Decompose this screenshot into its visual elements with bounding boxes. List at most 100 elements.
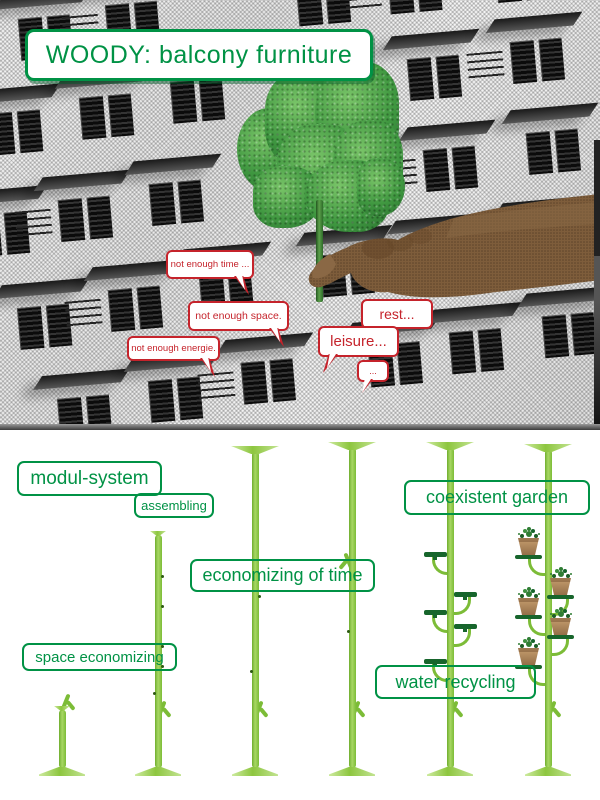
building-window [197,332,314,423]
holder-arm [528,558,547,576]
window-pane [136,285,164,330]
balcony-canopy [0,277,90,300]
bubble-tail [323,354,338,373]
window-pane [509,40,537,84]
window-pane [538,37,566,82]
photo-edge-shadow [594,140,600,430]
window-pane [525,131,553,175]
building-window [124,153,222,244]
window-panes [107,285,164,332]
speech-bubble-ellipsis: ... [357,360,389,382]
plant-icon [526,531,532,537]
window-pane [57,198,85,242]
window-pane [198,77,226,122]
flower-pot-icon [550,578,571,595]
window-pane [415,0,443,12]
window-pane [148,182,176,226]
stem-node [161,645,164,648]
stem-node [258,595,261,598]
window-pane [169,79,197,124]
tree-foliage-blob [357,158,405,216]
balcony-canopy [0,0,91,10]
balcony-canopy [124,153,222,176]
plant-icon [526,591,532,597]
label-economizing-of-time: economizing of time [190,559,375,592]
window-pane [295,0,323,27]
pot-shelf [547,635,574,639]
holder-arm [452,629,471,647]
plant-icon [558,611,564,617]
pot-shelf [547,595,574,599]
label-water-recycling: water recycling [375,665,536,699]
window-pane [78,95,106,140]
bubble-tail [200,358,215,377]
stem-top-connector [524,444,572,452]
photo-section: WOODY: balcony furniture not enough time… [0,0,600,430]
balcony-canopy [398,119,496,142]
window-pane [387,0,415,15]
stem-top-connector [54,706,70,711]
speech-bubble-leisure: leisure... [318,326,399,357]
balcony-railing [466,50,505,81]
stem-top-connector [328,442,376,450]
window-panes [406,54,463,101]
cup-holder-disc-icon [424,610,447,618]
window-pane [240,360,268,405]
building-window [501,102,599,193]
window-pane [494,0,522,3]
stem-base-foot [135,767,181,776]
window-panes [448,327,505,375]
balcony-canopy [33,169,131,192]
stem-stage-3 [251,452,259,768]
pot-shelf [515,665,542,669]
balcony-canopy [501,102,599,125]
window-panes [56,394,113,430]
window-pane [553,128,582,173]
stem-node [347,630,350,633]
building-window [33,368,130,430]
cup-holder-disc-icon [454,592,477,600]
building-window [54,67,152,158]
stem-node [153,692,156,695]
holder-arm [452,597,471,615]
window-pane [56,396,85,430]
holder-arm [432,664,451,682]
window-pane [177,179,205,224]
stem-stage-1 [58,710,66,768]
label-space-economizing: space economizing [22,643,177,671]
stem-top-connector [426,442,474,450]
flower-pot-icon [550,618,571,635]
flower-pot-icon [518,538,539,555]
window-pane [86,195,114,240]
title-box: WOODY: balcony furniture [25,29,373,81]
window-pane [395,341,423,386]
stem-top-connector [231,446,279,454]
window-pane [16,306,44,350]
holder-arm [432,557,451,575]
stem-base-foot [329,767,375,776]
stem-base-foot [427,767,473,776]
window-pane [268,358,297,403]
window-pane [435,54,463,99]
window-panes [387,0,443,15]
cup-holder-disc-icon [424,552,447,560]
building-window [343,0,452,32]
pot-shelf [515,615,542,619]
window-panes [240,358,297,405]
holder-arm [550,638,569,656]
bubble-tail [269,328,284,347]
window-pane [107,288,135,332]
balcony-railing [64,298,103,329]
label-modul-system: modul-system [17,461,162,496]
stem-node [250,670,253,673]
balcony-railing [343,0,383,12]
building-window [14,169,131,260]
plant-icon [526,641,532,647]
holder-arm [432,615,451,633]
bubble-tail [234,276,249,295]
speech-bubble-not-enough-time: not enough time ... [166,250,254,279]
balcony-canopy [0,83,61,105]
window-panes [169,77,226,124]
window-pane [406,57,434,101]
stem-node [161,605,164,608]
